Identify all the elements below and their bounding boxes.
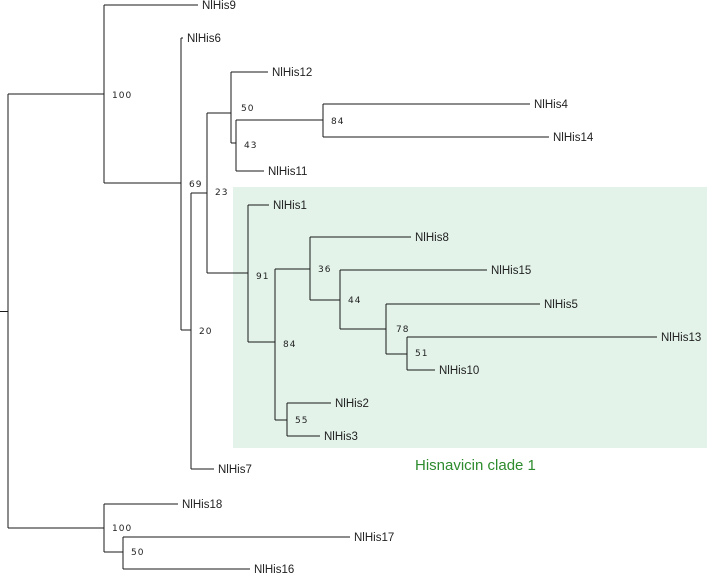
leaf-label-t18: NlHis18 (182, 499, 222, 511)
leaf-label-t16: NlHis16 (254, 564, 294, 574)
support-value-n21: 55 (295, 416, 308, 426)
support-value-n23: 100 (112, 524, 132, 534)
support-value-n19: 51 (415, 349, 428, 359)
support-value-n20: 84 (283, 340, 296, 350)
leaf-label-t15: NlHis15 (491, 265, 531, 277)
support-value-n9: 100 (112, 91, 132, 101)
leaf-label-t6: NlHis6 (187, 33, 221, 45)
tree-branches (0, 4, 657, 570)
support-value-n12: 43 (244, 141, 257, 151)
leaf-label-t2: NlHis2 (335, 398, 369, 410)
support-value-n16: 36 (318, 265, 331, 275)
leaf-label-t4: NlHis4 (534, 99, 568, 111)
support-value-n17: 44 (348, 296, 361, 306)
support-value-n10: 50 (241, 104, 254, 114)
leaf-label-t11: NlHis11 (268, 166, 307, 178)
support-value-n15: 91 (256, 272, 269, 282)
support-value-n11: 84 (331, 117, 344, 127)
support-value-n22: 20 (199, 327, 212, 337)
leaf-label-t3: NlHis3 (324, 431, 358, 443)
support-value-n13: 69 (189, 180, 202, 190)
clade-label: Hisnavicin clade 1 (415, 457, 536, 474)
leaf-label-t8: NlHis8 (415, 232, 449, 244)
leaf-label-t10: NlHis10 (439, 365, 479, 377)
leaf-label-t17: NlHis17 (354, 532, 394, 544)
leaf-label-t13: NlHis13 (661, 332, 701, 344)
clade-highlight-box (233, 187, 707, 448)
leaf-label-t14: NlHis14 (553, 132, 594, 144)
leaf-label-t12: NlHis12 (272, 67, 312, 79)
leaf-label-t9: NlHis9 (202, 0, 236, 12)
leaf-label-t5: NlHis5 (544, 299, 578, 311)
leaf-label-t7: NlHis7 (218, 464, 252, 476)
tree-labels: NlHis9NlHis6NlHis12NlHis4NlHis14NlHis11N… (112, 0, 701, 574)
support-value-n24: 50 (131, 548, 144, 558)
support-value-n14: 23 (215, 188, 228, 198)
leaf-label-t1: NlHis1 (273, 200, 307, 212)
support-value-n18: 78 (396, 325, 409, 335)
